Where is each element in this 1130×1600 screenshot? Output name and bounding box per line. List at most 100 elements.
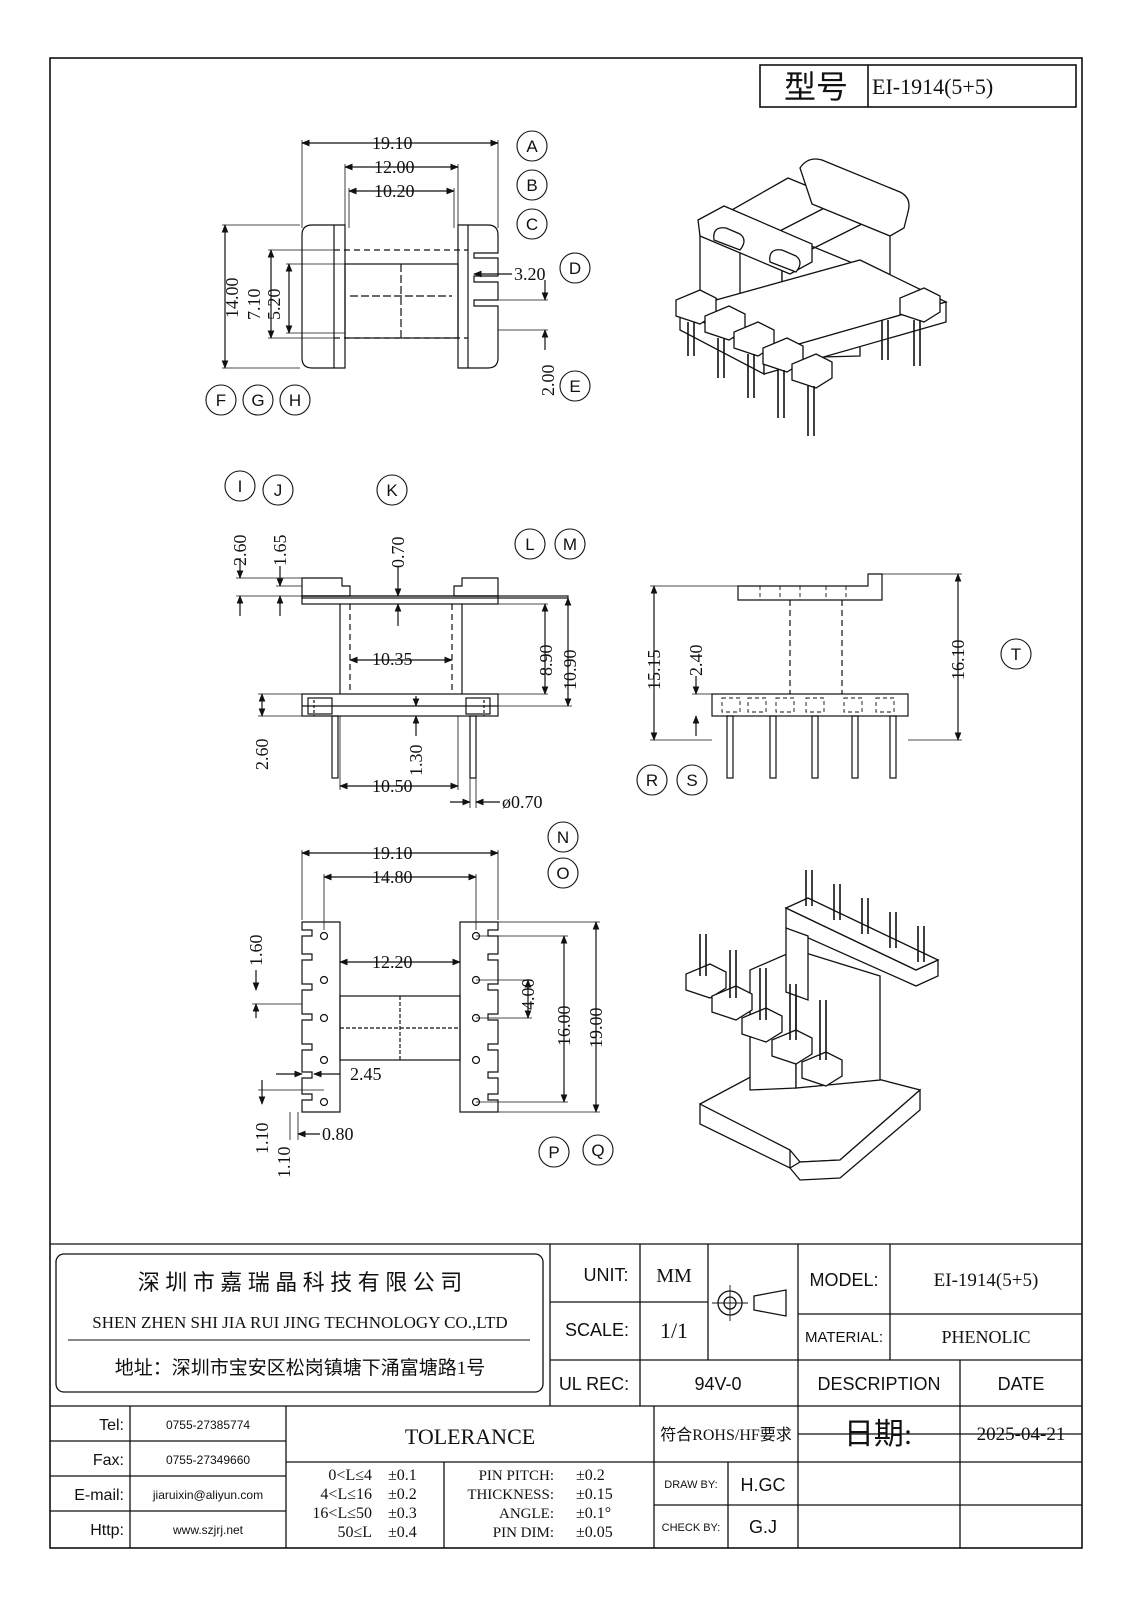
contact-label: E-mail: bbox=[74, 1487, 124, 1504]
date-label: DATE bbox=[998, 1374, 1045, 1394]
reference-letter-l: L bbox=[514, 528, 546, 560]
tolerance-spec-name: THICKNESS: bbox=[467, 1487, 554, 1503]
company-name-en: SHEN ZHEN SHI JIA RUI JING TECHNOLOGY CO… bbox=[92, 1313, 507, 1332]
contact-label: Tel: bbox=[99, 1417, 124, 1434]
bottom-view-drawing bbox=[252, 849, 600, 1140]
contact-label: Fax: bbox=[93, 1452, 124, 1469]
tolerance-spec-value: ±0.05 bbox=[576, 1524, 613, 1541]
reference-letter-o: O bbox=[547, 857, 579, 889]
dim-label: 2.00 bbox=[538, 365, 558, 397]
dim-label: 5.20 bbox=[264, 289, 284, 321]
model-header-label: 型号 bbox=[784, 69, 848, 105]
reference-letter-text: P bbox=[548, 1143, 559, 1162]
dim-label: 2.45 bbox=[350, 1064, 382, 1084]
tolerance-value: ±0.2 bbox=[388, 1486, 417, 1503]
top-view-drawing bbox=[221, 139, 549, 369]
dim-label: 19.10 bbox=[372, 133, 413, 153]
reference-letter-text: K bbox=[386, 481, 398, 500]
end-view-dim-labels: 15.15 2.40 16.10 bbox=[644, 640, 968, 691]
dim-label: 2.40 bbox=[686, 645, 706, 677]
tolerance-range: 50≤L bbox=[337, 1524, 372, 1541]
dim-label: 1.10 bbox=[274, 1147, 294, 1179]
tolerance-value: ±0.1 bbox=[388, 1467, 417, 1484]
unit-value: MM bbox=[656, 1265, 692, 1287]
reference-letter-text: Q bbox=[591, 1141, 604, 1160]
reference-letter-t: T bbox=[1000, 638, 1032, 670]
dim-label: 1.65 bbox=[270, 535, 290, 567]
checked-by-label: CHECK BY: bbox=[662, 1522, 721, 1534]
tolerance-value: ±0.4 bbox=[388, 1524, 417, 1541]
reference-letter-j: J bbox=[262, 474, 294, 506]
contact-value[interactable]: www.szjrj.net bbox=[172, 1523, 244, 1537]
reference-letter-text: M bbox=[563, 535, 577, 554]
tolerance-spec-name: PIN PITCH: bbox=[479, 1468, 554, 1484]
tolerance-range: 0<L≤4 bbox=[328, 1467, 372, 1484]
dim-label: 7.10 bbox=[244, 289, 264, 321]
drawn-by-label: DRAW BY: bbox=[664, 1479, 717, 1491]
reference-letter-c: C bbox=[516, 208, 548, 240]
reference-letter-q: Q bbox=[582, 1134, 614, 1166]
title-block-text: 深 圳 市 嘉 瑞 晶 科 技 有 限 公 司 SHEN ZHEN SHI JI… bbox=[92, 1265, 1044, 1394]
reference-letter-text: B bbox=[526, 176, 537, 195]
tolerance-spec-value: ±0.15 bbox=[576, 1486, 613, 1503]
side-view-drawing bbox=[236, 558, 572, 808]
material-value: PHENOLIC bbox=[942, 1327, 1031, 1347]
unit-label: UNIT: bbox=[584, 1265, 629, 1285]
scale-label: SCALE: bbox=[565, 1320, 629, 1340]
drawn-by-value: H.GC bbox=[741, 1475, 786, 1495]
date-heading: 日期: bbox=[844, 1418, 912, 1451]
contact-label: Http: bbox=[90, 1522, 124, 1539]
reference-letter-b: B bbox=[516, 169, 548, 201]
reference-letter-text: J bbox=[274, 481, 283, 500]
reference-letter-text: H bbox=[289, 391, 301, 410]
dim-label: 1.10 bbox=[252, 1123, 272, 1155]
reference-letter-p: P bbox=[538, 1136, 570, 1168]
reference-letter-s: S bbox=[676, 764, 708, 796]
reference-letter-d: D bbox=[559, 252, 591, 284]
model-label: MODEL: bbox=[809, 1270, 878, 1290]
dim-label: 19.10 bbox=[372, 843, 413, 863]
tolerance-spec-value: ±0.1° bbox=[576, 1505, 611, 1522]
dim-label: 2.60 bbox=[252, 739, 272, 771]
reference-letter-k: K bbox=[376, 474, 408, 506]
dim-label: 2.60 bbox=[230, 535, 250, 567]
company-address: 地址：深圳市宝安区松岗镇塘下涌富塘路1号 bbox=[115, 1357, 486, 1379]
end-view-drawing bbox=[650, 573, 962, 779]
reference-letter-i: I bbox=[224, 470, 256, 502]
model-header: 型号 EI-1914(5+5) bbox=[759, 64, 1077, 108]
tolerance-spec-name: ANGLE: bbox=[499, 1506, 554, 1522]
dim-label: 15.15 bbox=[644, 650, 664, 691]
tolerance-value: ±0.3 bbox=[388, 1505, 417, 1522]
tolerance-title: TOLERANCE bbox=[405, 1424, 535, 1449]
reference-letter-text: O bbox=[556, 864, 569, 883]
tolerance-section: TOLERANCE0<L≤4±0.14<L≤16±0.216<L≤50±0.35… bbox=[312, 1424, 612, 1541]
contact-value[interactable]: jiaruixin@aliyun.com bbox=[152, 1488, 263, 1502]
scale-value: 1/1 bbox=[660, 1318, 688, 1343]
dim-label: 10.35 bbox=[372, 649, 413, 669]
tolerance-spec-name: PIN DIM: bbox=[493, 1525, 554, 1541]
dim-label: 19.00 bbox=[586, 1008, 606, 1049]
tolerance-range: 4<L≤16 bbox=[320, 1486, 372, 1503]
dim-label: 1.30 bbox=[406, 745, 426, 777]
reference-letter-text: D bbox=[569, 259, 581, 278]
dim-label: 12.00 bbox=[374, 157, 415, 177]
isometric-view-top bbox=[675, 158, 948, 436]
ul-label: UL REC: bbox=[559, 1374, 629, 1394]
reference-letter-n: N bbox=[547, 821, 579, 853]
date-value: 2025-04-21 bbox=[977, 1424, 1066, 1445]
dim-label: 0.70 bbox=[388, 537, 408, 569]
title-block-right: 符合ROHS/HF要求 日期: 2025-04-21 DRAW BY: H.GC… bbox=[660, 1418, 1065, 1537]
reference-letter-text: L bbox=[525, 535, 534, 554]
dim-label: 4.00 bbox=[518, 979, 538, 1011]
reference-letter-e: E bbox=[559, 370, 591, 402]
reference-letter-h: H bbox=[279, 384, 311, 416]
contact-value: 0755-27385774 bbox=[166, 1418, 250, 1432]
model-value: EI-1914(5+5) bbox=[934, 1270, 1039, 1291]
dim-label: 0.80 bbox=[322, 1124, 354, 1144]
reference-letter-a: A bbox=[516, 130, 548, 162]
dim-label: 10.50 bbox=[372, 776, 413, 796]
reference-letter-text: C bbox=[526, 215, 538, 234]
reference-letter-text: G bbox=[251, 391, 264, 410]
dim-label: ø0.70 bbox=[502, 792, 543, 812]
